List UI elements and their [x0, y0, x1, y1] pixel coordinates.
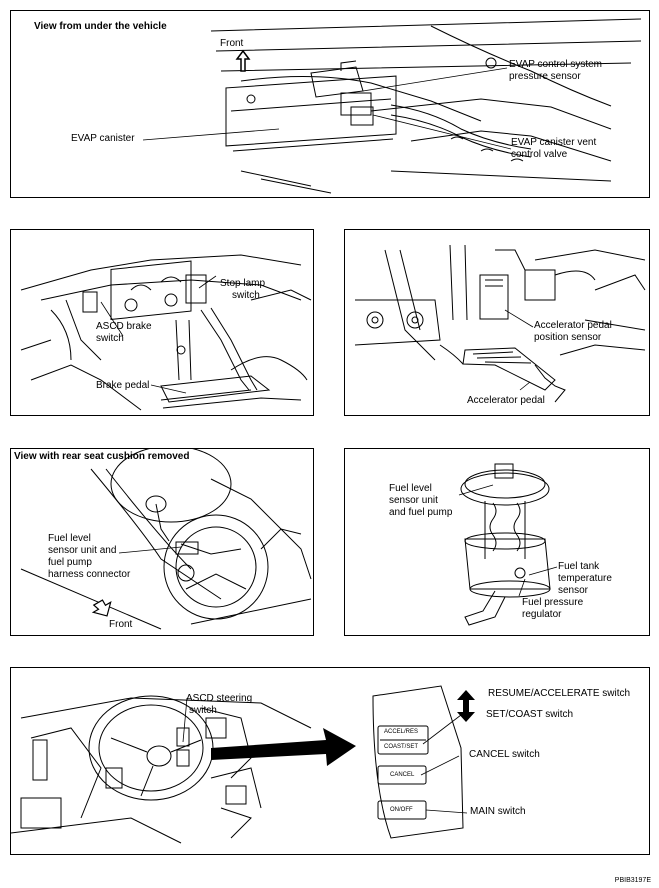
pressure-sensor-label: EVAP control system [509, 59, 602, 70]
evap-canister-label: EVAP canister [71, 133, 135, 144]
accelerator-pedal-label: Accelerator pedal [467, 395, 545, 406]
panel-fuel-connector: View with rear seat cushion removed Fuel… [10, 448, 314, 636]
onoff-button-text: ON/OFF [390, 807, 413, 813]
resume-accelerate-label: RESUME/ACCELERATE switch [488, 688, 631, 699]
app-sensor-label: Accelerator pedal [534, 320, 612, 331]
stop-lamp-switch-label: Stop lamp [220, 278, 266, 289]
brake-pedal-illustration [20, 254, 312, 411]
panel-fuel-pump-unit: Fuel level sensor unit and fuel pump Fue… [344, 448, 650, 636]
connector-label-3: fuel pump [48, 557, 92, 568]
cancel-button-text: CANCEL [390, 772, 415, 778]
steering-illustration [11, 685, 475, 844]
front-label: Front [109, 619, 133, 630]
panel-evap-under-vehicle: View from under the vehicle Front EVAP c… [10, 10, 650, 198]
regulator-label-2: regulator [522, 609, 562, 620]
fuel-pump-illustration [458, 463, 558, 626]
unit-label: Fuel level [389, 483, 432, 494]
panel-header: View from under the vehicle [34, 21, 167, 32]
connector-label: Fuel level [48, 533, 91, 544]
brake-pedal-label: Brake pedal [96, 380, 150, 391]
vent-valve-label-2: control valve [511, 149, 568, 160]
panel-accelerator: Accelerator pedal position sensor Accele… [344, 229, 650, 416]
ascd-brake-switch-label-2: switch [96, 333, 124, 344]
pressure-sensor-label-2: pressure sensor [509, 71, 581, 82]
front-label: Front [220, 38, 244, 49]
regulator-label: Fuel pressure [522, 597, 584, 608]
app-sensor-label-2: position sensor [534, 332, 602, 343]
rear-seat-illustration [20, 449, 312, 630]
temp-sensor-label: Fuel tank [558, 561, 600, 572]
ascd-brake-switch-label: ASCD brake [96, 321, 152, 332]
panel-header: View with rear seat cushion removed [14, 451, 190, 462]
panel-brake-switches: Stop lamp switch ASCD brake switch Brake… [10, 229, 314, 416]
set-coast-label: SET/COAST switch [486, 709, 574, 720]
vent-valve-label: EVAP canister vent [511, 137, 597, 148]
unit-label-3: and fuel pump [389, 507, 453, 518]
steering-switch-label: ASCD steering [186, 693, 253, 704]
accel-res-button-text: ACCEL/RES [384, 729, 419, 735]
temp-sensor-label-2: temperature [558, 573, 612, 584]
panel-ascd-steering-switch: ASCD steering switch RESUME/ACCELERATE s… [10, 667, 650, 855]
stop-lamp-switch-label-2: switch [232, 290, 260, 301]
coast-set-button-text: COAST/SET [384, 744, 419, 750]
unit-label-2: sensor unit [389, 495, 438, 506]
evap-illustration [142, 18, 642, 194]
steering-switch-label-2: switch [189, 705, 217, 716]
connector-label-2: sensor unit and [48, 545, 117, 556]
temp-sensor-label-3: sensor [558, 585, 589, 596]
connector-label-4: harness connector [48, 569, 131, 580]
document-code: PBIB3197E [614, 877, 651, 884]
accelerator-illustration [354, 244, 646, 403]
main-switch-label: MAIN switch [470, 806, 526, 817]
cancel-switch-label: CANCEL switch [469, 749, 540, 760]
